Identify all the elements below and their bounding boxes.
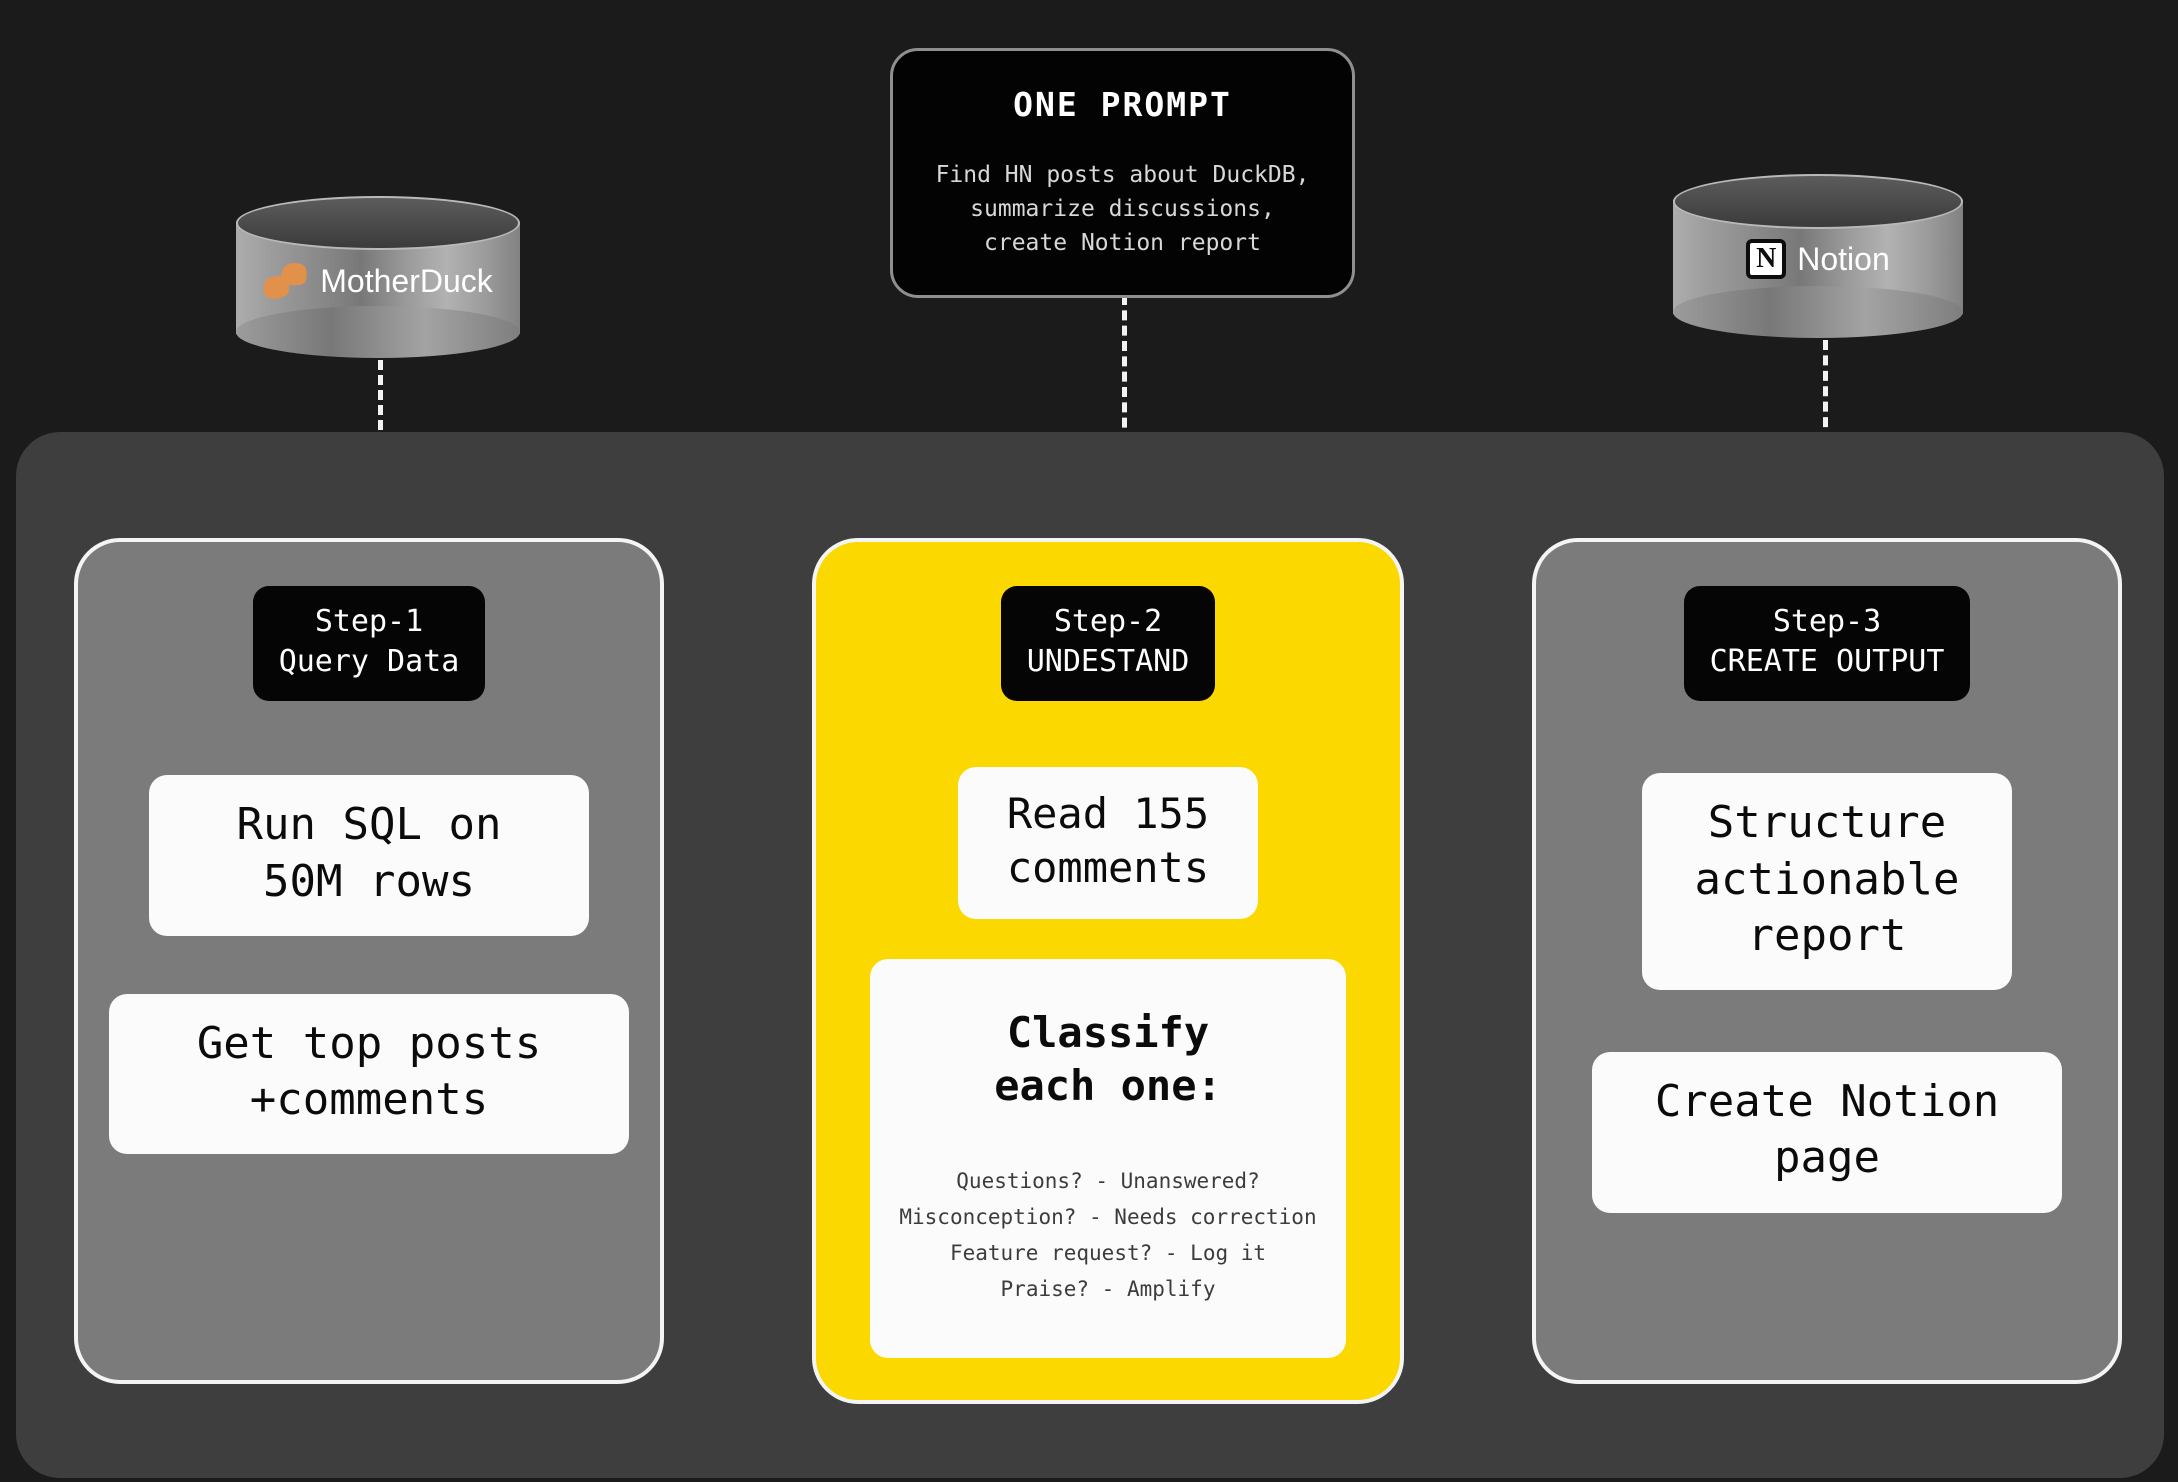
step-column-3: Step-3 CREATE OUTPUT Structure actionabl… bbox=[1532, 538, 2122, 1384]
motherduck-label-group: MotherDuck bbox=[236, 258, 520, 304]
step-1-name: Query Data bbox=[278, 643, 460, 679]
step-3-number: Step-3 bbox=[1772, 604, 1882, 639]
cylinder-top bbox=[236, 196, 520, 250]
step-column-2: Step-2 UNDESTAND Read 155 comments Class… bbox=[812, 538, 1404, 1404]
step-1-card-run-sql: Run SQL on 50M rows bbox=[149, 775, 589, 936]
connector-one-prompt bbox=[1122, 295, 1127, 535]
motherduck-database-cylinder: MotherDuck bbox=[236, 196, 520, 360]
step-2-card-read-comments: Read 155 comments bbox=[958, 767, 1258, 919]
step-1-badge: Step-1 Query Data bbox=[252, 586, 486, 702]
notion-label-group: N Notion bbox=[1673, 236, 1963, 282]
notion-label: Notion bbox=[1797, 240, 1890, 277]
one-prompt-title: ONE PROMPT bbox=[1013, 85, 1232, 124]
motherduck-label: MotherDuck bbox=[320, 262, 493, 299]
step-1-number: Step-1 bbox=[314, 604, 424, 639]
classify-rules: Questions? - Unanswered? Misconception? … bbox=[899, 1168, 1317, 1301]
step-3-card-structure-report: Structure actionable report bbox=[1642, 773, 2012, 991]
cylinder-top bbox=[1673, 174, 1963, 229]
notion-logo-icon: N bbox=[1746, 239, 1787, 279]
step-2-number: Step-2 bbox=[1053, 604, 1163, 639]
step-column-1: Step-1 Query Data Run SQL on 50M rows Ge… bbox=[74, 538, 664, 1384]
motherduck-logo-icon bbox=[259, 260, 310, 304]
step-2-card-classify: Classify each one: Questions? - Unanswer… bbox=[870, 958, 1346, 1358]
cylinder-bottom bbox=[236, 306, 520, 358]
step-3-name: CREATE OUTPUT bbox=[1709, 643, 1945, 679]
step-1-card-get-posts: Get top posts +comments bbox=[109, 993, 629, 1155]
step-3-card-create-notion-page: Create Notion page bbox=[1592, 1052, 2062, 1213]
step-3-badge: Step-3 CREATE OUTPUT bbox=[1683, 586, 1971, 702]
cylinder-bottom bbox=[1673, 286, 1963, 338]
classify-title: Classify each one: bbox=[994, 1008, 1222, 1110]
one-prompt-card: ONE PROMPT Find HN posts about DuckDB, s… bbox=[890, 48, 1355, 298]
step-2-badge: Step-2 UNDESTAND bbox=[1000, 586, 1216, 702]
one-prompt-body: Find HN posts about DuckDB, summarize di… bbox=[935, 162, 1310, 257]
step-2-name: UNDESTAND bbox=[1026, 643, 1190, 679]
notion-database-cylinder: N Notion bbox=[1673, 174, 1963, 340]
